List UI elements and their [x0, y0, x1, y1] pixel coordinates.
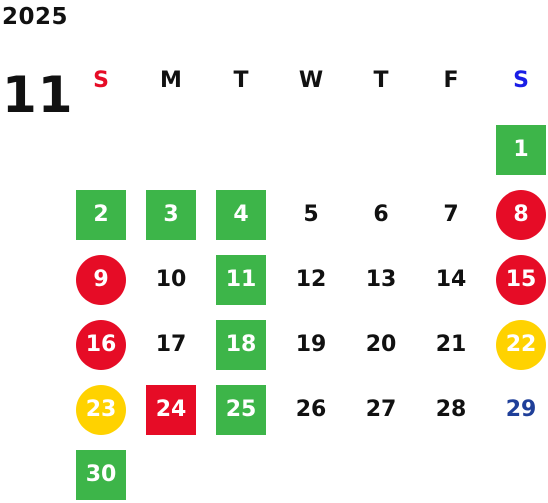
- day-cell[interactable]: 10: [155, 267, 187, 292]
- day-cell[interactable]: 20: [365, 332, 397, 357]
- day-cell[interactable]: 1: [496, 125, 546, 175]
- day-cell[interactable]: 15: [496, 255, 546, 305]
- day-cell[interactable]: 29: [505, 397, 537, 422]
- day-cell[interactable]: 4: [216, 190, 266, 240]
- weekday-monday: M: [160, 68, 182, 93]
- day-cell[interactable]: 14: [435, 267, 467, 292]
- weekday-thursday: T: [373, 68, 389, 93]
- day-cell[interactable]: 6: [373, 202, 389, 227]
- day-cell[interactable]: 13: [365, 267, 397, 292]
- weekday-friday: F: [443, 68, 459, 93]
- day-cell[interactable]: 22: [496, 320, 546, 370]
- day-cell[interactable]: 23: [76, 385, 126, 435]
- day-cell[interactable]: 16: [76, 320, 126, 370]
- day-cell[interactable]: 19: [295, 332, 327, 357]
- weekday-tuesday: T: [233, 68, 249, 93]
- year-label: 2025: [2, 4, 69, 30]
- weekday-wednesday: W: [298, 68, 324, 93]
- day-cell[interactable]: 11: [216, 255, 266, 305]
- weekday-sunday: S: [93, 68, 109, 93]
- weekday-saturday: S: [513, 68, 529, 93]
- day-cell[interactable]: 27: [365, 397, 397, 422]
- day-cell[interactable]: 30: [76, 450, 126, 500]
- day-cell[interactable]: 2: [76, 190, 126, 240]
- day-cell[interactable]: 26: [295, 397, 327, 422]
- day-cell[interactable]: 18: [216, 320, 266, 370]
- month-label: 11: [2, 66, 74, 124]
- day-cell[interactable]: 3: [146, 190, 196, 240]
- day-cell[interactable]: 9: [76, 255, 126, 305]
- day-cell[interactable]: 8: [496, 190, 546, 240]
- day-cell[interactable]: 24: [146, 385, 196, 435]
- day-cell[interactable]: 5: [303, 202, 319, 227]
- day-cell[interactable]: 17: [155, 332, 187, 357]
- day-cell[interactable]: 12: [295, 267, 327, 292]
- day-cell[interactable]: 25: [216, 385, 266, 435]
- day-cell[interactable]: 28: [435, 397, 467, 422]
- day-cell[interactable]: 21: [435, 332, 467, 357]
- day-cell[interactable]: 7: [443, 202, 459, 227]
